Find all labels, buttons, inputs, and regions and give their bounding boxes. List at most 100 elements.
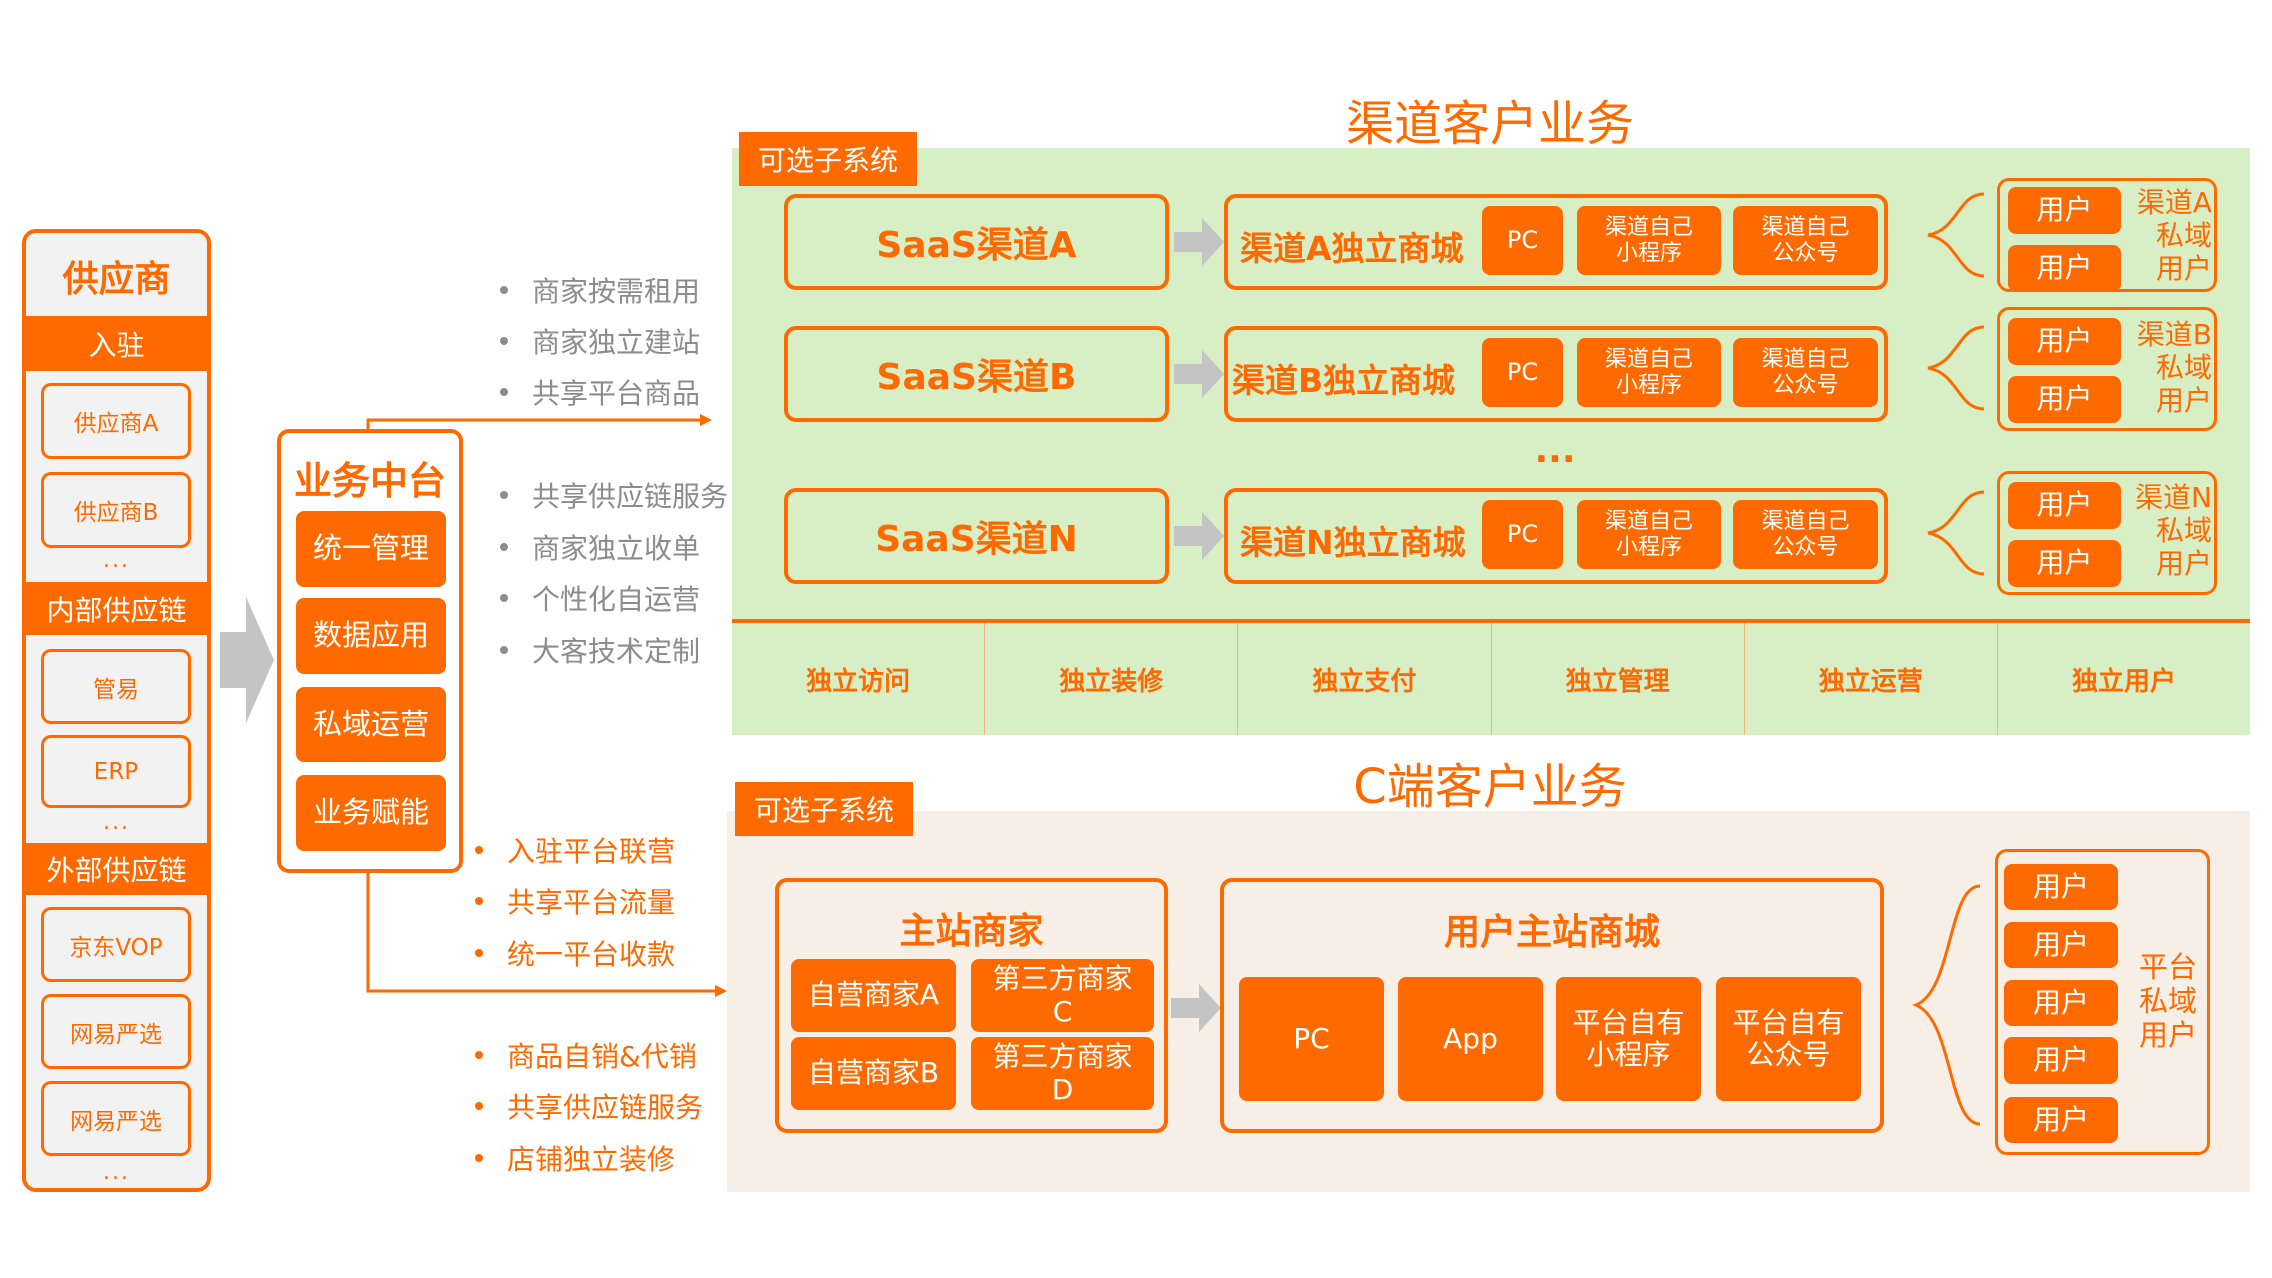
bullet-icon [475,1154,483,1162]
user-button[interactable]: 用户 [2008,187,2121,234]
channel-feature: 个性化自运营 [500,578,700,618]
consumer-feature: 店铺独立装修 [475,1138,675,1178]
saas-channel-box[interactable]: SaaS渠道A [784,194,1169,290]
user-button[interactable]: 用户 [2008,482,2121,529]
endpoint-pc[interactable]: PC [1482,206,1563,275]
endpoint-mini-program[interactable]: 平台自有 小程序 [1556,977,1701,1101]
platform-users-label: 平台 私域 用户 [2138,950,2197,1053]
supplier-item[interactable]: 网易严选 [41,994,191,1069]
user-button[interactable]: 用户 [2008,245,2121,292]
endpoint-pc[interactable]: PC [1482,500,1563,569]
capability-cell: 独立支付 [1238,623,1492,735]
capability-cell: 独立装修 [985,623,1239,735]
merchant-button[interactable]: 第三方商家 C [971,959,1154,1032]
bullet-icon [500,337,508,345]
user-button[interactable]: 用户 [2004,864,2118,910]
user-button[interactable]: 用户 [2004,1097,2118,1143]
section-bar-internal-supply-chain: 内部供应链 [26,582,207,635]
platform-item[interactable]: 统一管理 [296,511,446,587]
bullet-icon [500,286,508,294]
user-main-mall-title: 用户主站商城 [1443,912,1660,953]
endpoint-mini-program[interactable]: 渠道自己 小程序 [1577,206,1721,275]
more-channels-ellipsis: ... [1534,430,1576,471]
channel-mall-title: 渠道N独立商城 [1240,523,1466,562]
more-ellipsis: ... [103,810,130,835]
endpoint-pc[interactable]: PC [1482,338,1563,407]
channel-mall-box[interactable] [1224,326,1888,422]
optional-subsystem-tag: 可选子系统 [739,132,917,186]
channel-user-group [1997,307,2217,431]
channel-mall-box[interactable] [1224,488,1888,584]
supplier-item[interactable]: 供应商A [41,383,191,459]
endpoint-official-account[interactable]: 渠道自己 公众号 [1733,500,1878,569]
endpoint-mini-program[interactable]: 渠道自己 小程序 [1577,338,1721,407]
platform-item[interactable]: 业务赋能 [296,775,446,851]
capabilities-divider [732,619,2250,623]
flow-arrow-icon [220,597,274,723]
bullet-icon [500,646,508,654]
channel-users-label: 渠道B 私域 用户 [2136,318,2212,418]
supplier-item[interactable]: 管易 [41,649,191,724]
endpoint-official-account[interactable]: 渠道自己 公众号 [1733,206,1878,275]
endpoint-official-account[interactable]: 渠道自己 公众号 [1733,338,1878,407]
channel-feature: 商家独立建站 [500,321,700,361]
saas-channel-box[interactable]: SaaS渠道B [784,326,1169,422]
supplier-item[interactable]: 供应商B [41,472,191,548]
channel-business-title: 渠道客户业务 [1345,96,1634,152]
supplier-title: 供应商 [62,259,171,300]
user-button[interactable]: 用户 [2008,540,2121,587]
middle-platform-title: 业务中台 [293,459,446,503]
connector-to-consumer [366,873,727,997]
capabilities-row: 独立访问 独立装修 独立支付 独立管理 独立运营 独立用户 [732,623,2250,735]
channel-mall-box[interactable] [1224,194,1888,290]
consumer-feature: 入驻平台联营 [475,830,675,870]
channel-feature: 共享平台商品 [500,372,700,412]
bullet-icon [500,491,508,499]
consumer-feature: 共享供应链服务 [475,1086,703,1126]
arrow-right-icon [1174,218,1224,266]
supplier-item[interactable]: 网易严选 [41,1081,191,1156]
more-ellipsis: ... [103,548,130,573]
user-button[interactable]: 用户 [2004,1037,2118,1084]
merchant-button[interactable]: 第三方商家 D [971,1037,1154,1110]
brace-icon [1927,192,1985,278]
section-bar-onboarding: 入驻 [26,316,207,371]
bullet-icon [475,846,483,854]
user-button[interactable]: 用户 [2004,980,2118,1026]
channel-feature: 商家独立收单 [500,527,700,567]
endpoint-pc[interactable]: PC [1239,977,1384,1101]
bullet-icon [475,949,483,957]
arrow-right-icon [1171,984,1221,1032]
channel-feature: 大客技术定制 [500,630,700,670]
channel-users-label: 渠道N 私域 用户 [2135,481,2212,581]
consumer-business-title: C端客户业务 [1353,759,1627,815]
bullet-icon [500,388,508,396]
user-button[interactable]: 用户 [2004,922,2118,968]
arrow-right-icon [1174,350,1224,398]
user-main-mall-box [1220,878,1884,1133]
brace-icon [1927,490,1985,576]
bullet-icon [475,1102,483,1110]
supplier-item[interactable]: 京东VOP [41,907,191,982]
endpoint-app[interactable]: App [1398,977,1543,1101]
channel-feature: 商家按需租用 [500,270,700,310]
capability-cell: 独立访问 [732,623,986,735]
merchants-title: 主站商家 [899,911,1044,952]
user-button[interactable]: 用户 [2008,376,2121,423]
bullet-icon [500,594,508,602]
user-button[interactable]: 用户 [2008,318,2121,365]
merchant-button[interactable]: 自营商家B [791,1037,956,1110]
endpoint-mini-program[interactable]: 渠道自己 小程序 [1577,500,1721,569]
bullet-icon [500,543,508,551]
platform-item[interactable]: 数据应用 [296,598,446,674]
supplier-item[interactable]: ERP [41,735,191,808]
saas-channel-box[interactable]: SaaS渠道N [784,488,1169,584]
bullet-icon [475,897,483,905]
endpoint-official-account[interactable]: 平台自有 公众号 [1716,977,1861,1101]
capability-cell: 独立管理 [1492,623,1745,735]
brace-icon [1927,325,1985,411]
platform-item[interactable]: 私域运营 [296,687,446,762]
more-ellipsis: ... [103,1160,130,1185]
merchant-button[interactable]: 自营商家A [791,959,956,1032]
